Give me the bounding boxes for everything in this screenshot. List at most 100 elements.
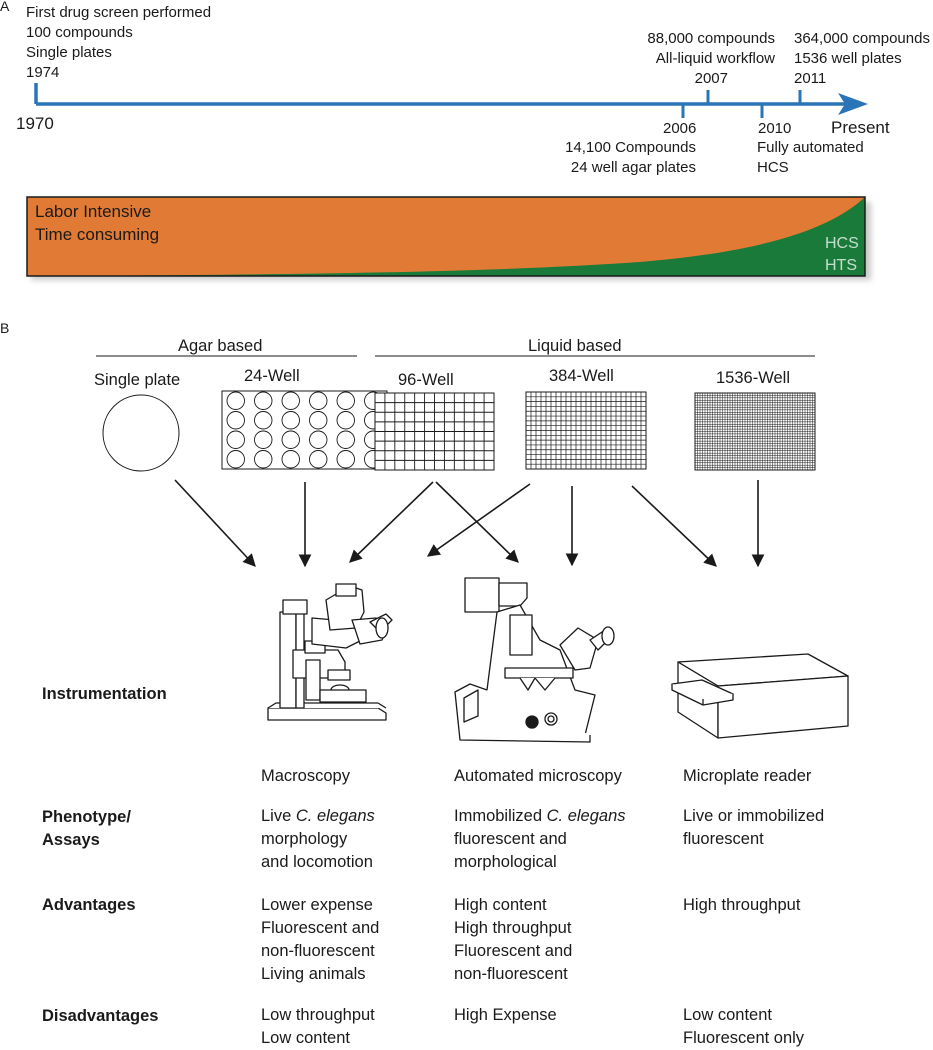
row-label-disadvantages: Disadvantages [42,1007,159,1025]
row-label-phenotype-line: Phenotype/ [42,808,131,826]
plate-well [226,450,245,469]
species-name: C. elegans [295,807,375,825]
phenotype-text: Live [261,807,296,825]
group-agar-label: Agar based [178,337,263,355]
phenotype-line: Immobilized C. elegans [454,805,626,828]
col-macroscopy-advantages: Lower expense Fluorescent and non-fluore… [261,894,379,986]
plate-well [226,411,245,430]
event-line: 14,100 Compounds [565,139,696,156]
bar-border [26,196,866,277]
plate-well [254,391,273,410]
bar-label-labor: Labor Intensive [35,202,152,221]
event-line: 100 compounds [26,24,133,41]
plate-well [281,430,300,449]
event-line: 1536 well plates [794,50,902,67]
phenotype-line: Live C. elegans [261,805,375,828]
advantage-item: non-fluorescent [454,965,568,983]
col-macroscopy-disadvantages: Low throughput Low content [261,1004,375,1050]
advantage-item: Lower expense [261,896,373,914]
col-automated-name: Automated microscopy [454,767,622,785]
event-line: Fully automated [757,139,864,156]
plate-well [254,430,273,449]
disadvantage-item: Low content [261,1029,350,1047]
event-line: Single plates [26,44,112,61]
row-label-phenotype: Phenotype/ Assays [42,806,131,852]
disadvantage-item: Fluorescent only [683,1029,805,1047]
species-name: C. elegans [546,807,626,825]
arrow-single-to-macro [174,479,256,567]
plate-label-96: 96-Well [398,371,454,389]
well-plate-24-icon [221,390,388,470]
col-automated-advantages: High content High throughput Fluorescent… [454,894,572,986]
col-macroscopy-name: Macroscopy [261,767,350,785]
advantage-item: Fluorescent and [454,942,573,960]
col-reader-advantages: High throughput [683,894,800,917]
event-line: 2006 [663,120,697,137]
bar-label-hts: HTS [825,257,857,274]
event-line: 2007 [694,70,728,87]
plate-well [336,450,355,469]
bar-label-time: Time consuming [35,225,160,244]
inverted-microscope-icon [454,577,615,743]
phenotype-line: fluorescent and [454,830,567,848]
col-reader-disadvantages: Low content Fluorescent only [683,1004,804,1050]
plate-well [309,411,328,430]
event-line: HCS [757,159,789,176]
arrow-384-to-macro [426,483,531,557]
row-label-advantages: Advantages [42,896,136,914]
arrow-384-to-reader [631,485,717,567]
disadvantage-item: Low throughput [261,1006,375,1024]
col-macroscopy-phenotype: Live C. elegans morphology and locomotio… [261,805,375,874]
plate-label-24: 24-Well [244,367,300,385]
col-automated-phenotype: Immobilized C. elegans fluorescent and m… [454,805,626,874]
advantage-item: Living animals [261,965,366,983]
single-plate-icon [102,394,180,472]
event-line: All-liquid workflow [655,50,775,67]
plate-well [254,411,273,430]
plate-well [281,391,300,410]
bar-label-hcs: HCS [825,235,859,252]
event-line: 364,000 compounds [794,30,930,47]
plate-label-384: 384-Well [549,367,614,385]
phenotype-line: and locomotion [261,853,373,871]
advantage-item: non-fluorescent [261,942,375,960]
event-line: 24 well agar plates [570,159,696,176]
advantage-item: High throughput [454,919,572,937]
plate-well [281,411,300,430]
plate-well [336,391,355,410]
disadvantage-item: High Expense [454,1006,557,1024]
timeline-arrow-icon [838,93,868,115]
plate-well [336,430,355,449]
event-line: 2011 [794,70,827,87]
plate-label-single: Single plate [94,371,181,389]
col-reader-phenotype: Live or immobilized fluorescent [683,805,824,851]
well-plate-384-icon [525,391,647,470]
advantage-item: High content [454,896,547,914]
row-label-instrumentation: Instrumentation [42,685,167,703]
event-line: First drug screen performed [26,4,212,21]
plate-well [254,450,273,469]
row-label-phenotype-line: Assays [42,831,100,849]
phenotype-line: Live or immobilized [683,807,825,825]
plate-well [226,430,245,449]
group-liquid-label: Liquid based [528,337,622,355]
well-plate-96-icon [374,392,495,471]
plate-well [336,411,355,430]
timeline-start-year: 1970 [16,114,54,133]
hts-area [27,197,865,276]
phenotype-line: morphological [454,853,557,871]
stereo-microscope-icon [267,583,393,721]
plate-well [309,430,328,449]
advantage-item: High throughput [683,896,801,914]
plate-well [281,450,300,469]
plate-well [309,391,328,410]
event-line: 2010 [758,120,792,137]
plate-well [309,450,328,469]
event-line: 1974 [26,64,60,81]
flow-arrows [174,479,765,568]
arrow-96-to-macro [349,481,434,563]
well-plate-1536-icon [694,392,816,471]
panel-a-label: A [0,0,10,14]
